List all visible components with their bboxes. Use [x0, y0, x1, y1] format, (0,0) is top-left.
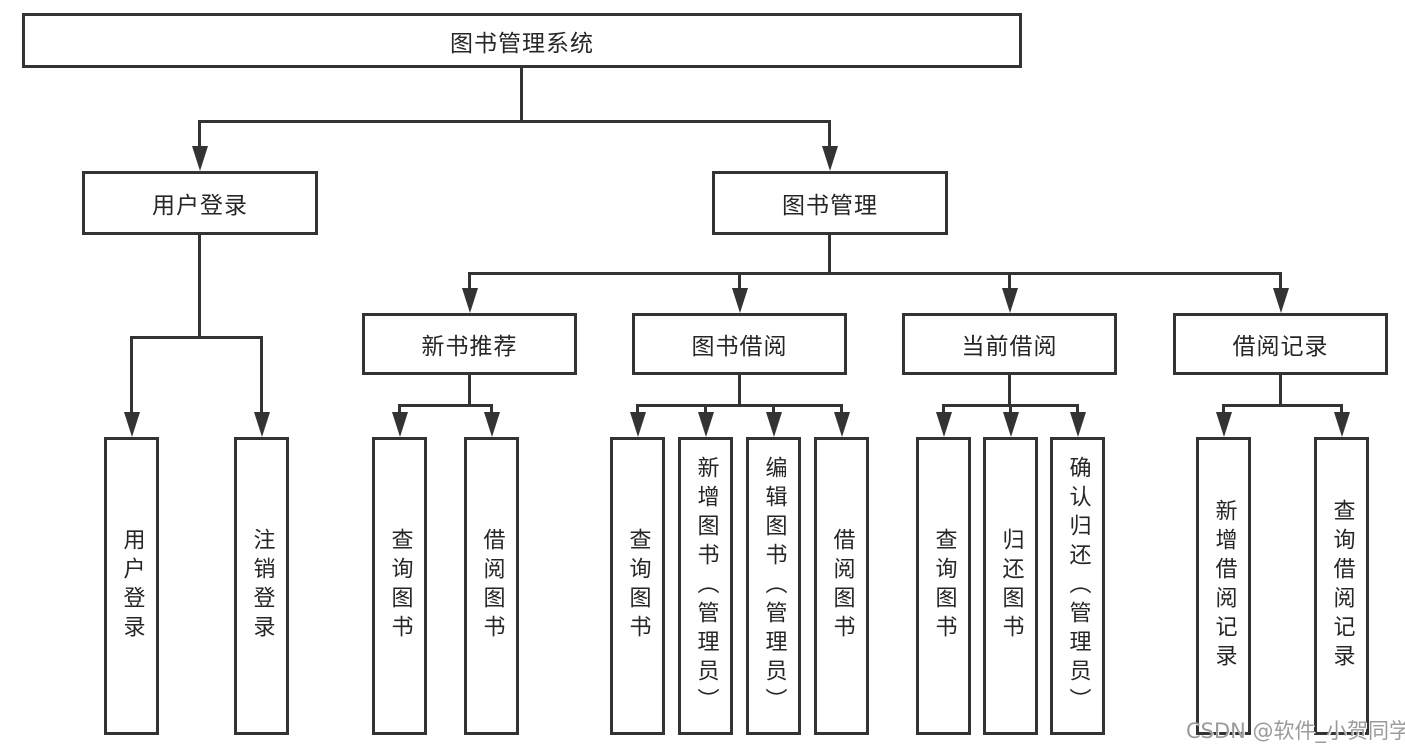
- leaf-return-book: 归还图书: [983, 437, 1038, 735]
- leaf-label: 查询图书: [931, 528, 957, 644]
- arrowhead-down: [462, 288, 478, 313]
- node-book-management-label: 图书管理: [782, 193, 878, 219]
- connector-stem: [1008, 272, 1011, 292]
- node-book-borrow-label: 图书借阅: [691, 334, 788, 360]
- leaf-borrow-book: 借阅图书: [814, 437, 869, 735]
- node-root: 图书管理系统: [22, 13, 1022, 68]
- arrowhead-down: [1003, 412, 1019, 437]
- connector-stem: [130, 336, 133, 416]
- leaf-add-borrow-record: 新增借阅记录: [1196, 437, 1251, 735]
- arrowhead-down: [822, 146, 838, 171]
- connector-hline: [1222, 404, 1343, 407]
- connector-stem: [1279, 272, 1282, 292]
- node-current-borrow: 当前借阅: [902, 313, 1117, 375]
- connector-vline: [1279, 373, 1282, 407]
- connector-stem: [490, 404, 493, 416]
- connector-hline: [398, 404, 493, 407]
- leaf-query-borrow-record: 查询借阅记录: [1314, 437, 1369, 735]
- arrowhead-down: [1273, 288, 1289, 313]
- arrowhead-down: [834, 412, 850, 437]
- leaf-label: 查询借阅记录: [1329, 499, 1355, 673]
- leaf-borrow-book-recommend: 借阅图书: [464, 437, 519, 735]
- connector-stem: [828, 120, 831, 150]
- leaf-label: 借阅图书: [479, 528, 505, 644]
- connector-stem: [704, 404, 707, 416]
- node-borrow-record-label: 借阅记录: [1232, 334, 1329, 360]
- connector-stem: [840, 404, 843, 416]
- connector-stem: [468, 272, 471, 292]
- arrowhead-down: [766, 412, 782, 437]
- arrowhead-down: [1334, 412, 1350, 437]
- leaf-label: 借阅图书: [829, 528, 855, 644]
- arrowhead-down: [936, 412, 952, 437]
- leaf-user-login: 用户登录: [104, 437, 159, 735]
- leaf-logout: 注销登录: [234, 437, 289, 735]
- leaf-label: 用户登录: [119, 528, 145, 644]
- leaf-add-book-admin: 新增图书（管理员）: [678, 437, 733, 735]
- connector-userlogin-hline: [130, 336, 263, 339]
- leaf-label: 注销登录: [249, 528, 275, 644]
- node-new-book-recommend: 新书推荐: [362, 313, 577, 375]
- connector-root-vline: [520, 66, 523, 123]
- leaf-label: 归还图书: [998, 528, 1024, 644]
- node-book-management: 图书管理: [712, 171, 948, 235]
- leaf-label: 新增借阅记录: [1211, 499, 1237, 673]
- node-user-login: 用户登录: [82, 171, 318, 235]
- leaf-query-book-current: 查询图书: [916, 437, 971, 735]
- arrowhead-down: [1216, 412, 1232, 437]
- connector-stem: [260, 336, 263, 416]
- leaf-confirm-return-admin: 确认归还（管理员）: [1050, 437, 1105, 735]
- leaf-label: 新增图书（管理员）: [693, 455, 719, 717]
- leaf-query-book-borrow: 查询图书: [610, 437, 665, 735]
- leaf-query-book-recommend: 查询图书: [372, 437, 427, 735]
- leaf-label: 查询图书: [625, 528, 651, 644]
- connector-bookmgmt-vline: [828, 233, 831, 275]
- connector-hline: [636, 404, 843, 407]
- connector-vline: [1008, 373, 1011, 407]
- connector-stem: [942, 404, 945, 416]
- connector-userlogin-vline: [198, 233, 201, 339]
- node-new-book-recommend-label: 新书推荐: [421, 334, 518, 360]
- connector-stem: [1222, 404, 1225, 416]
- connector-root-hline: [198, 120, 831, 123]
- connector-stem: [772, 404, 775, 416]
- node-root-label: 图书管理系统: [450, 30, 594, 57]
- connector-stem: [738, 272, 741, 292]
- connector-stem: [636, 404, 639, 416]
- node-current-borrow-label: 当前借阅: [961, 334, 1058, 360]
- connector-stem: [398, 404, 401, 416]
- arrowhead-down: [124, 412, 140, 437]
- node-user-login-label: 用户登录: [152, 193, 248, 219]
- arrowhead-down: [698, 412, 714, 437]
- leaf-label: 查询图书: [387, 528, 413, 644]
- arrowhead-down: [392, 412, 408, 437]
- arrowhead-down: [1070, 412, 1086, 437]
- node-book-borrow: 图书借阅: [632, 313, 847, 375]
- leaf-edit-book-admin: 编辑图书（管理员）: [746, 437, 801, 735]
- connector-stem: [1076, 404, 1079, 416]
- arrowhead-down: [732, 288, 748, 313]
- leaf-label: 编辑图书（管理员）: [761, 455, 787, 717]
- connector-vline: [468, 373, 471, 407]
- connector-bookmgmt-hline: [468, 272, 1282, 275]
- arrowhead-down: [630, 412, 646, 437]
- node-borrow-record: 借阅记录: [1173, 313, 1388, 375]
- arrowhead-down: [254, 412, 270, 437]
- arrowhead-down: [1002, 288, 1018, 313]
- connector-stem: [1009, 404, 1012, 416]
- connector-vline: [738, 373, 741, 407]
- arrowhead-down: [484, 412, 500, 437]
- watermark: CSDN @软件_小贺同学: [1186, 719, 1405, 743]
- connector-stem: [198, 120, 201, 150]
- arrowhead-down: [192, 146, 208, 171]
- connector-stem: [1340, 404, 1343, 416]
- leaf-label: 确认归还（管理员）: [1065, 455, 1091, 717]
